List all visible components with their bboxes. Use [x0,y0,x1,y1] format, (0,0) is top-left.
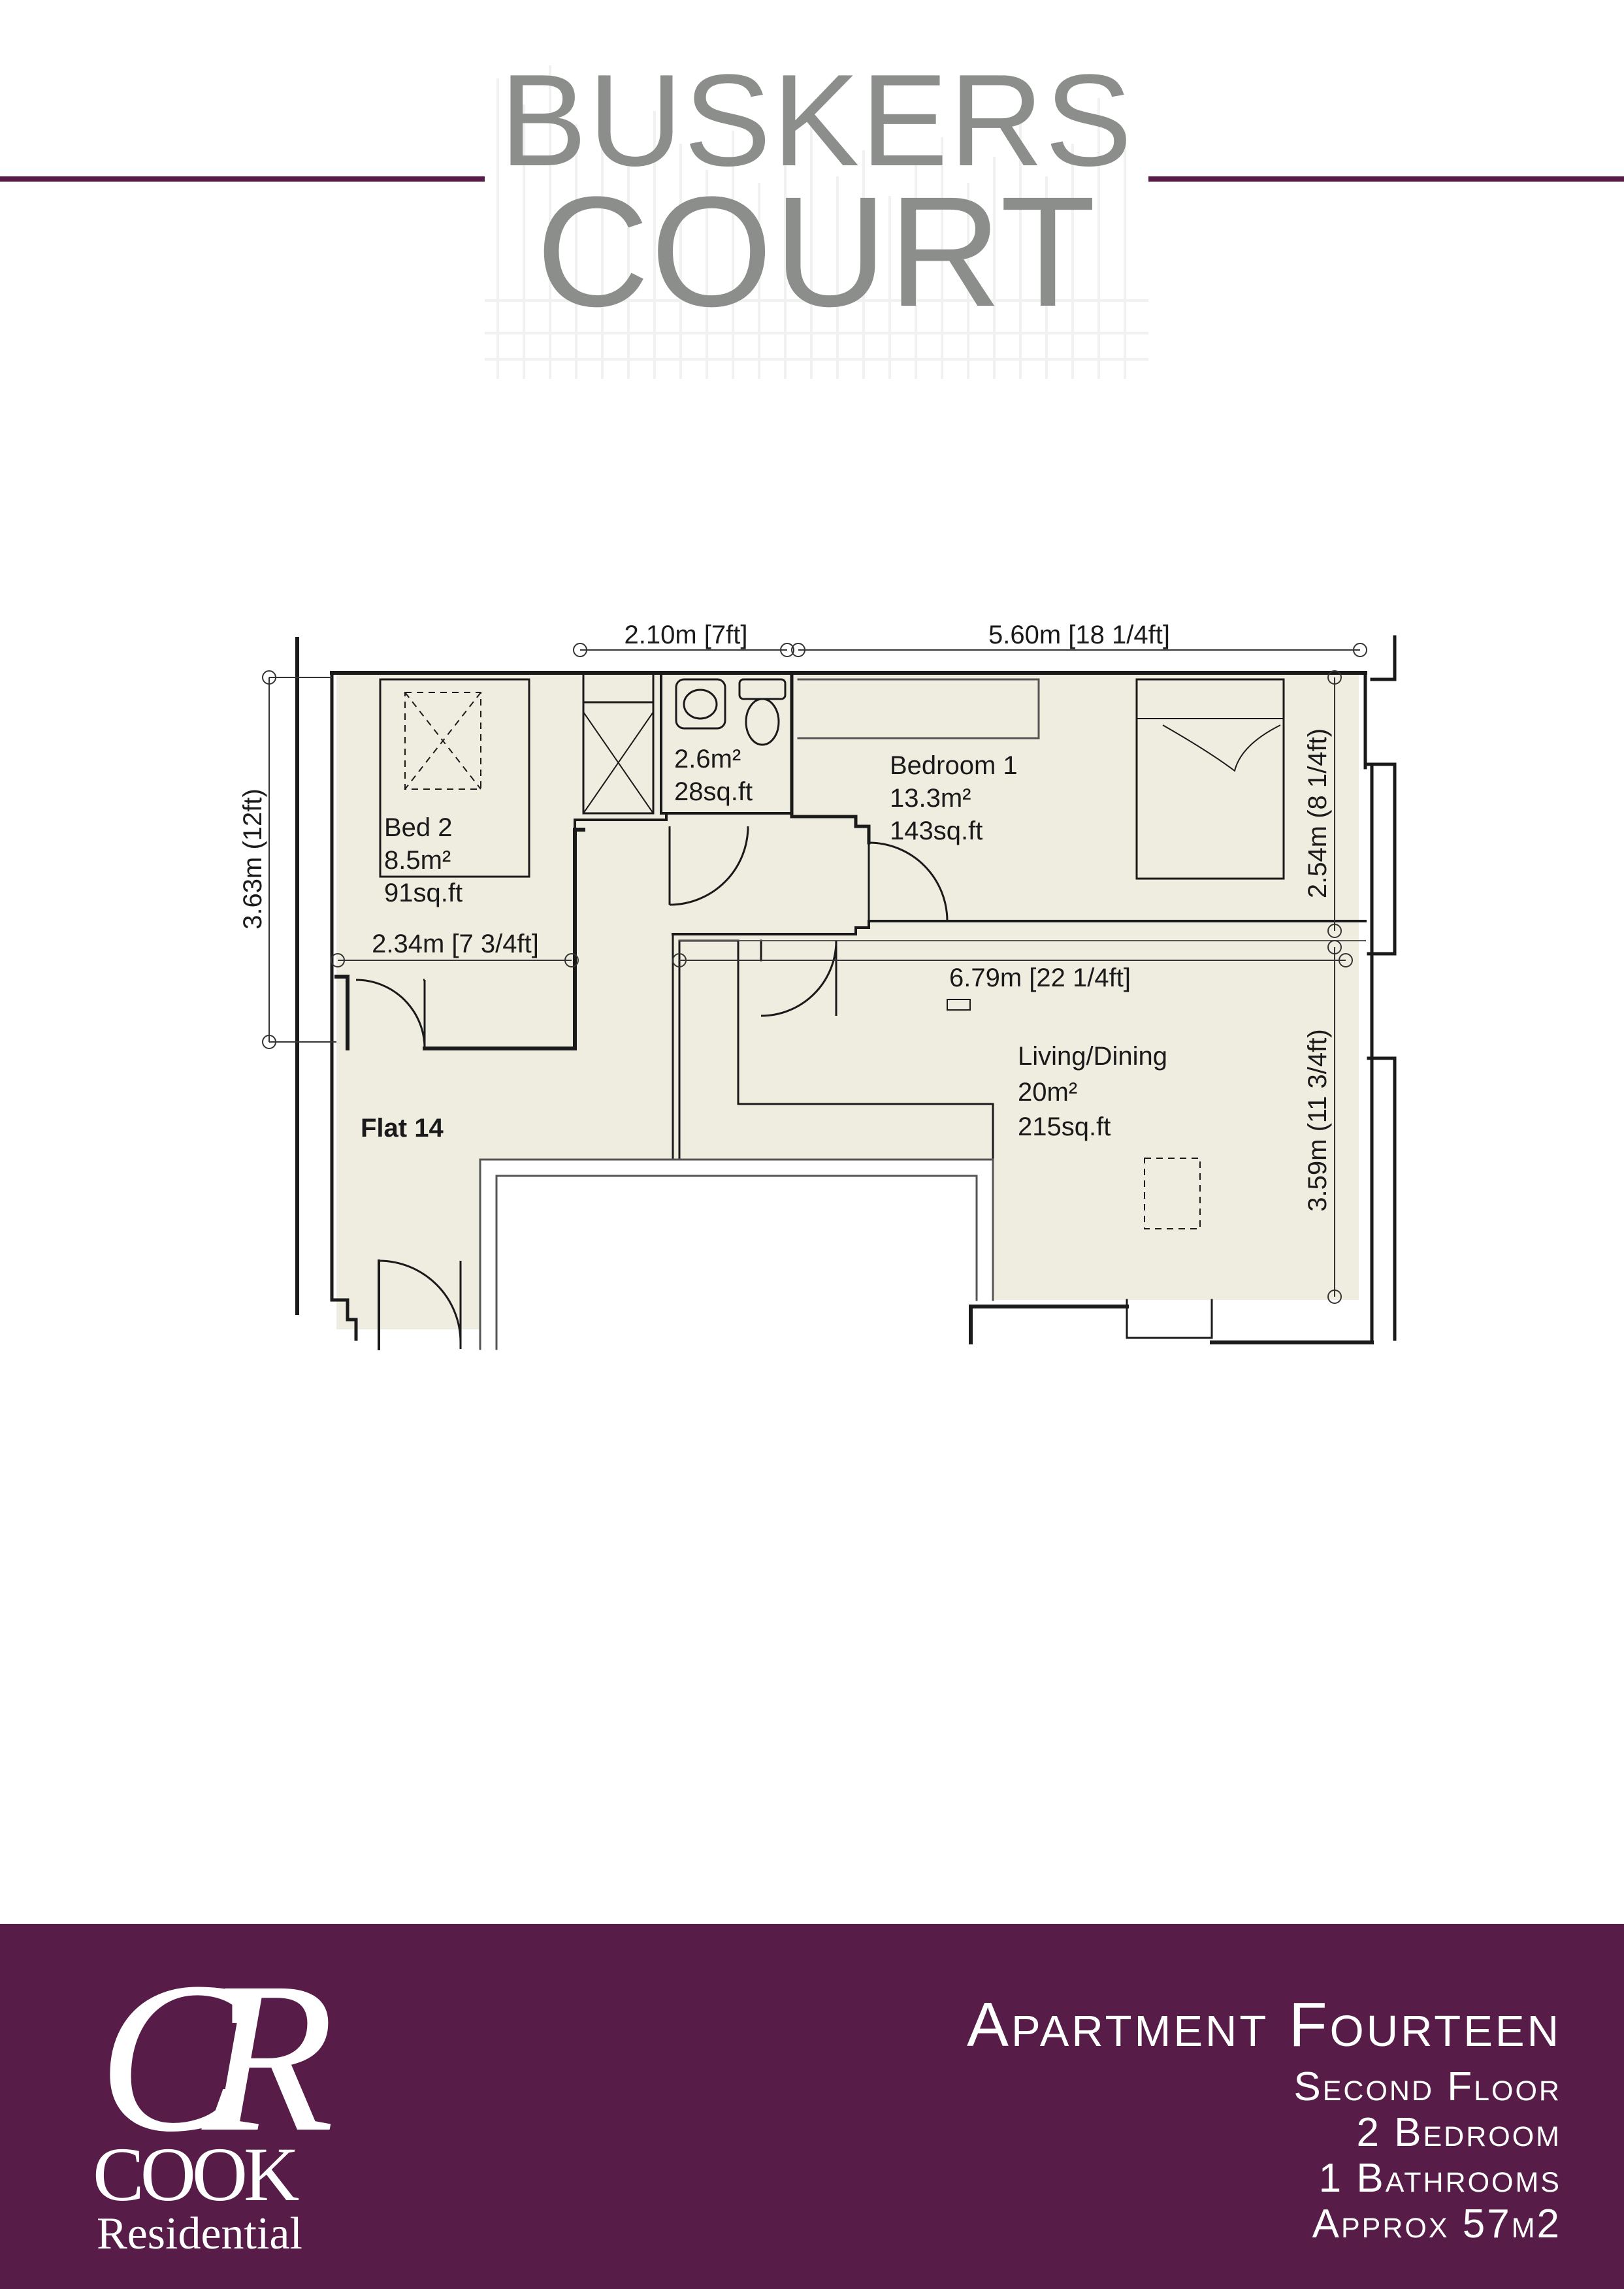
dimension-label: 5.60m [18 1/4ft] [988,621,1170,649]
walls [295,635,1397,1350]
room-name: Bed 2 [384,813,453,842]
room-area-m2: 13.3m² [890,784,971,813]
room-area-sqft: 91sq.ft [384,879,463,907]
room-name: Bedroom 1 [890,751,1018,780]
dimension-label: 6.79m [22 1/4ft] [949,964,1131,992]
room-area-m2: 20m² [1018,1078,1077,1107]
floor-plan: 2.10m [7ft] 5.60m [18 1/4ft] 3.63m (12ft… [238,621,1397,1350]
logo-cook: COOK [93,2132,299,2217]
header-rule-left [0,176,485,182]
room-area-m2: 8.5m² [384,846,451,875]
dimension-label: 3.59m (11 3/4ft) [1303,1029,1332,1211]
header-rule-right [1148,176,1624,182]
room-area-sqft: 143sq.ft [890,817,983,845]
title-line-court: COURT [536,164,1097,339]
cook-residential-logo: CR COOK Residential [85,1950,451,2264]
floor-fill [336,673,1359,1329]
dimension-label: 3.63m (12ft) [238,788,267,930]
skyline-watermark [485,65,1148,379]
room-labels: Bed 2 8.5m² 91sq.ft 2.6m² 28sq.ft Bedroo… [361,745,1167,1143]
apartment-info: Apartment Fourteen Second Floor 2 Bedroo… [967,1986,1561,2247]
fixtures [379,678,1285,1229]
flat-label: Flat 14 [361,1114,444,1143]
apartment-bedrooms: 2 Bedroom [1356,2110,1561,2155]
dimension-label: 2.54m (8 1/4ft) [1303,728,1332,898]
development-title: BUSKERS COURT [485,26,1148,379]
dimension-label: 2.34m [7 3/4ft] [372,930,539,958]
logo-monogram: CR [98,1938,334,2177]
apartment-title: Apartment Fourteen [966,1990,1561,2060]
apartment-area: Approx 57m2 [1312,2201,1561,2247]
title-line-buskers: BUSKERS [500,48,1133,193]
logo-residential: Residential [97,2209,302,2259]
apartment-bathrooms: 1 Bathrooms [1318,2156,1561,2201]
dimension-labels: 2.10m [7ft] 5.60m [18 1/4ft] 3.63m (12ft… [238,621,1332,1212]
room-area-m2: 2.6m² [674,745,741,773]
dimension-lines [262,643,1367,1304]
apartment-floor: Second Floor [1293,2064,1561,2109]
room-area-sqft: 215sq.ft [1018,1112,1111,1141]
room-area-sqft: 28sq.ft [674,777,753,806]
footer-band: CR COOK Residential Apartment Fourteen S… [0,1924,1624,2289]
doors [355,826,949,1349]
room-name: Living/Dining [1018,1042,1167,1071]
dimension-label: 2.10m [7ft] [625,621,748,649]
